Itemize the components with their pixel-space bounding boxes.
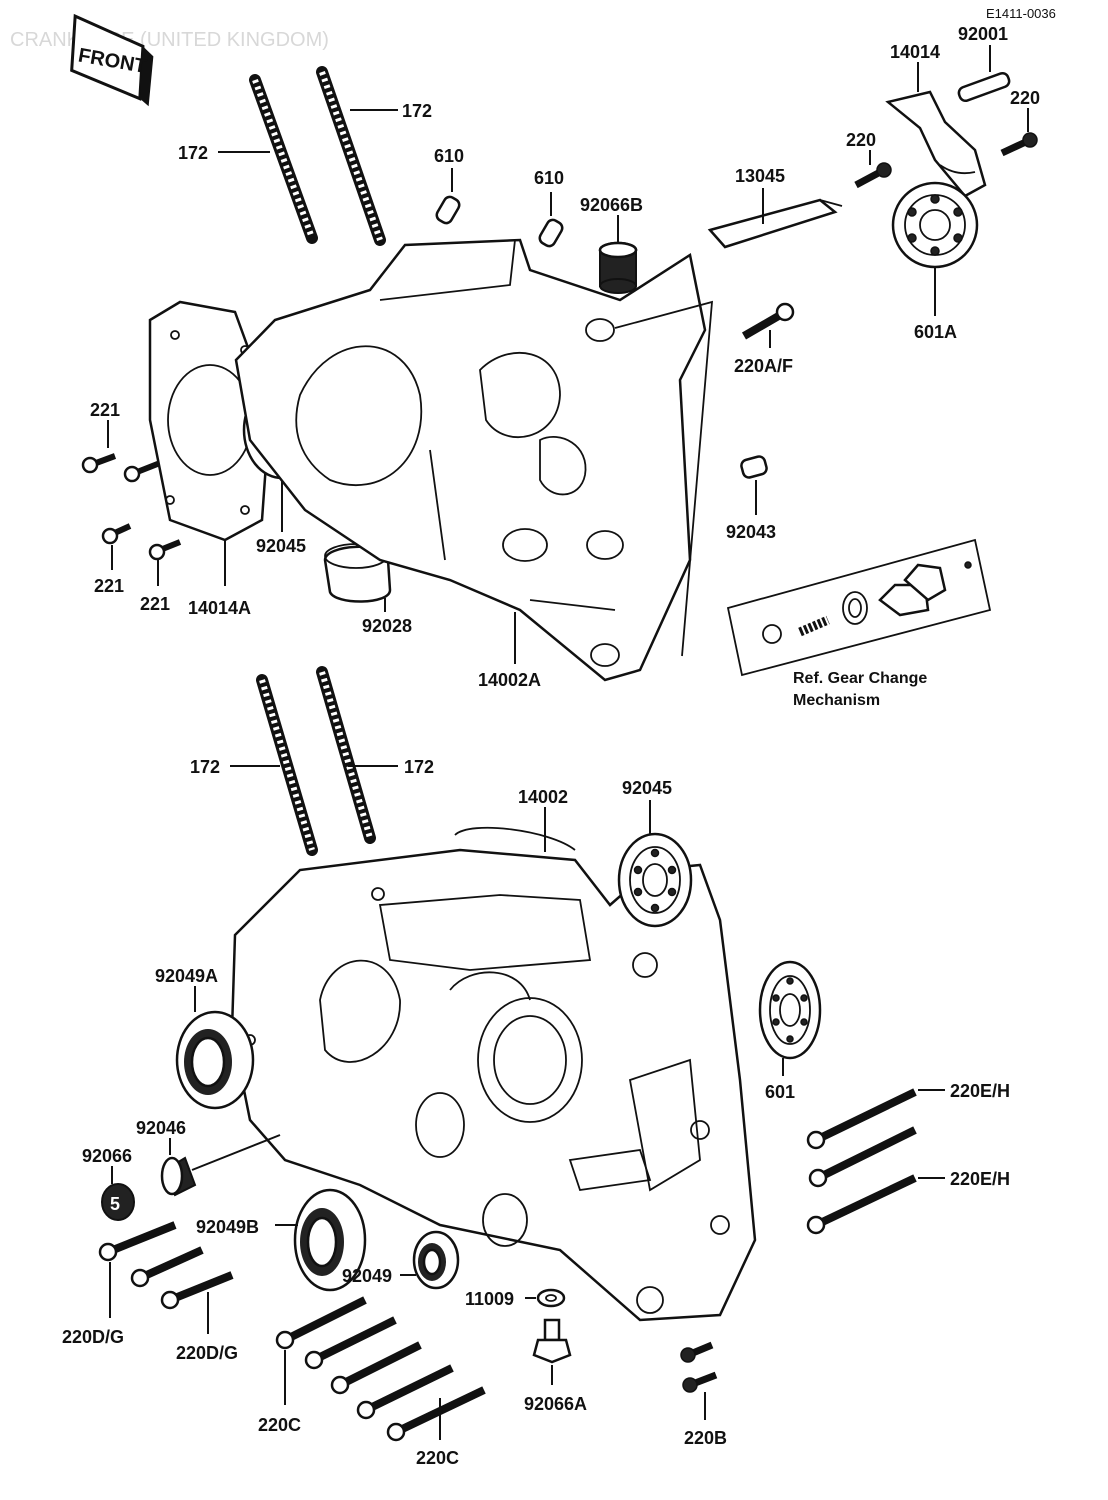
label-172-a: 172 xyxy=(178,143,208,163)
bolt-220eh-middle xyxy=(808,1126,917,1188)
dowel-pin-610-right xyxy=(538,218,564,248)
label-92049b: 92049B xyxy=(196,1217,259,1237)
screw-221-bottom-right xyxy=(148,539,182,561)
bolt-220c-2 xyxy=(304,1316,397,1370)
label-172-b: 172 xyxy=(402,101,432,121)
screw-220-right xyxy=(1000,132,1038,157)
label-221-c: 221 xyxy=(140,594,170,614)
label-92045-a: 92045 xyxy=(256,536,306,556)
label-92066: 92066 xyxy=(82,1146,132,1166)
label-11009: 11009 xyxy=(465,1289,514,1309)
label-172-d: 172 xyxy=(404,757,434,777)
label-92066b: 92066B xyxy=(580,195,643,215)
label-601a: 601A xyxy=(914,322,957,342)
drain-plug-92066a xyxy=(532,1318,572,1364)
pin-92001 xyxy=(957,71,1011,103)
shift-shaft-13045 xyxy=(707,198,843,249)
dowel-pin-610-left xyxy=(435,195,461,225)
bearing-retainer-14014 xyxy=(885,90,987,198)
label-14014a: 14014A xyxy=(188,598,251,618)
label-92049: 92049 xyxy=(342,1266,392,1286)
diagram-code: E1411-0036 xyxy=(986,6,1056,21)
label-92043: 92043 xyxy=(726,522,776,542)
stud-172-lower-left xyxy=(256,674,318,856)
label-220eh-b: 220E/H xyxy=(950,1169,1010,1189)
label-14014: 14014 xyxy=(890,42,940,62)
faint-title: CRANKCASE (UNITED KINGDOM) xyxy=(10,29,329,51)
oil-seal-92049 xyxy=(412,1230,460,1290)
oil-seal-92049a xyxy=(175,1010,255,1110)
bolt-220c-3 xyxy=(330,1341,422,1395)
bolt-220af xyxy=(741,302,795,340)
bolt-220dg-3 xyxy=(160,1271,234,1310)
ball-bearing-601a xyxy=(891,181,979,269)
bolt-220dg-1 xyxy=(98,1221,177,1262)
crankcase-half-14002 xyxy=(230,826,757,1322)
svg-text:5: 5 xyxy=(110,1194,120,1214)
screw-221-top-left xyxy=(81,453,117,474)
label-220c-b: 220C xyxy=(416,1448,459,1468)
label-13045: 13045 xyxy=(735,166,785,186)
front-badge: FRONT xyxy=(70,13,154,107)
label-221-a: 221 xyxy=(90,400,120,420)
label-220-a: 220 xyxy=(1010,88,1040,108)
ball-bearing-92045-lower xyxy=(617,832,693,928)
label-172-c: 172 xyxy=(190,757,220,777)
dowel-pin-92043 xyxy=(740,455,768,479)
stud-172-upper-right xyxy=(316,66,386,246)
bolt-220c-1 xyxy=(275,1296,367,1350)
label-14002a: 14002A xyxy=(478,670,541,690)
stud-172-upper-left xyxy=(249,74,318,244)
ref-gear-change-line2: Mechanism xyxy=(793,692,880,709)
collar-92046 xyxy=(160,1156,197,1197)
label-92046: 92046 xyxy=(136,1118,186,1138)
label-92045-b: 92045 xyxy=(622,778,672,798)
cap-92066: 5 xyxy=(101,1183,135,1221)
label-92066a: 92066A xyxy=(524,1394,587,1414)
crankcase-half-14002a xyxy=(234,238,707,682)
bolt-220c-4 xyxy=(356,1364,454,1420)
plug-92066b xyxy=(598,241,638,294)
label-220-b: 220 xyxy=(846,130,876,150)
bolt-220b-top xyxy=(680,1341,714,1363)
label-601: 601 xyxy=(765,1082,795,1102)
screw-221-bottom-left xyxy=(101,523,132,545)
stud-172-lower-right xyxy=(316,666,376,844)
label-220c-a: 220C xyxy=(258,1415,301,1435)
bolt-220eh-top xyxy=(806,1088,917,1150)
oil-seal-92049b xyxy=(293,1188,367,1292)
bolt-220dg-2 xyxy=(130,1246,204,1288)
label-220b: 220B xyxy=(684,1428,727,1448)
ref-gear-change-line1: Ref. Gear Change xyxy=(793,670,927,687)
label-220af: 220A/F xyxy=(734,356,793,376)
bolt-220b-bottom xyxy=(682,1371,718,1393)
label-14002: 14002 xyxy=(518,787,568,807)
label-220eh-a: 220E/H xyxy=(950,1081,1010,1101)
label-610-b: 610 xyxy=(534,168,564,188)
label-220dg-a: 220D/G xyxy=(62,1327,124,1347)
label-220dg-b: 220D/G xyxy=(176,1343,238,1363)
screw-220-left xyxy=(854,162,892,189)
label-92028: 92028 xyxy=(362,616,412,636)
label-92049a: 92049A xyxy=(155,966,218,986)
gear-change-reference-inset xyxy=(726,538,992,677)
gasket-11009 xyxy=(536,1288,566,1308)
label-610-a: 610 xyxy=(434,146,464,166)
label-221-b: 221 xyxy=(94,576,124,596)
ball-bearing-601 xyxy=(758,960,822,1060)
bolt-220c-5 xyxy=(386,1386,486,1442)
label-92001: 92001 xyxy=(958,24,1008,44)
screw-221-top-right xyxy=(123,460,162,483)
reference-leader-lines xyxy=(614,300,714,657)
bolt-220eh-bottom xyxy=(806,1174,917,1235)
